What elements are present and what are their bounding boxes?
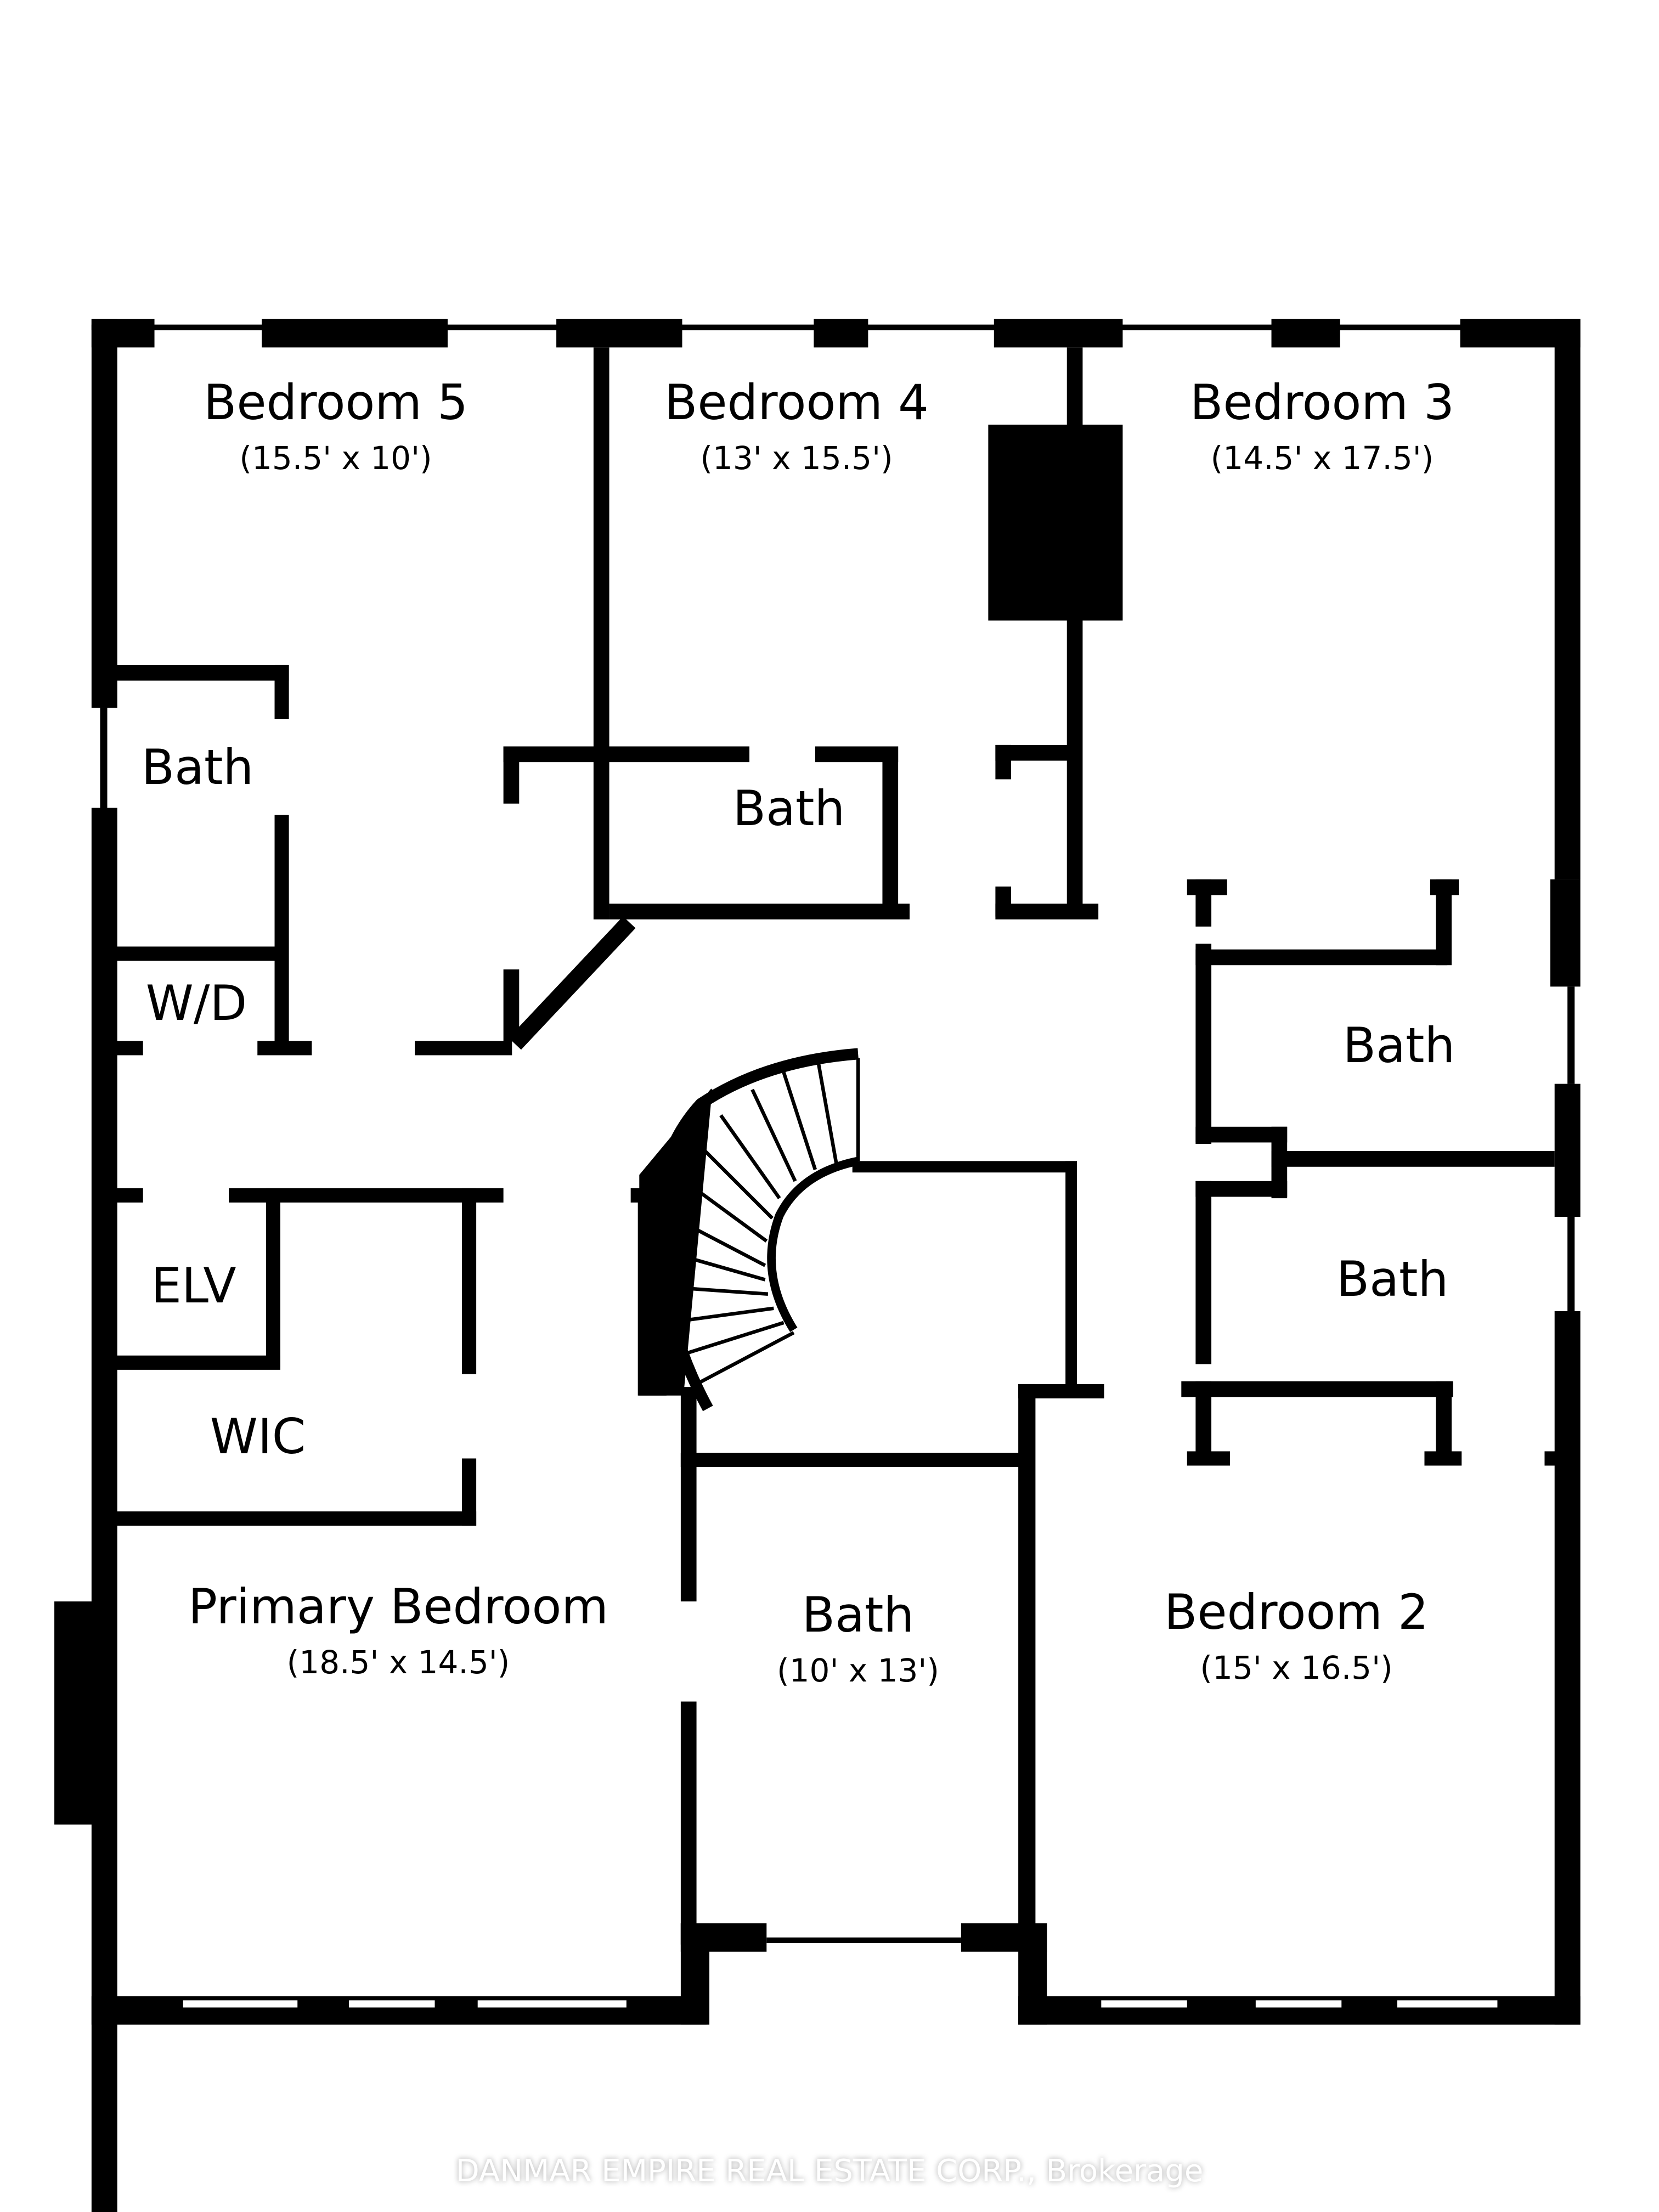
room-label-bedroom5: Bedroom 5 (15.5' x 10') <box>204 374 468 477</box>
room-label-bath-primary: Bath (10' x 13') <box>777 1587 939 1689</box>
walls <box>54 319 1581 2212</box>
room-label-bath-bed5: Bath <box>142 743 254 792</box>
room-dimensions: (15.5' x 10') <box>239 439 432 477</box>
room-dimensions: (15' x 16.5') <box>1200 1649 1393 1686</box>
room-name: Bath <box>1342 1017 1455 1074</box>
brokerage-watermark: DANMAR EMPIRE REAL ESTATE CORP., Brokera… <box>455 2153 1204 2189</box>
room-dimensions: (18.5' x 14.5') <box>286 1644 510 1681</box>
room-label-bath-bed4: Bath <box>733 785 845 833</box>
room-label-bedroom2: Bedroom 2(15' x 16.5') <box>1164 1588 1429 1684</box>
room-name: Bedroom 2 <box>1164 1584 1429 1640</box>
diagonal-wall <box>509 916 636 1050</box>
room-name: Bath <box>1336 1251 1449 1307</box>
room-name: Primary Bedroom <box>188 1578 609 1635</box>
room-label-bath-bed3b: Bath <box>1336 1255 1449 1304</box>
room-label-bedroom4: Bedroom 4 (13' x 15.5') <box>664 374 929 477</box>
room-name: ELV <box>151 1257 236 1314</box>
spiral-staircase <box>639 1048 860 1412</box>
room-label-primary-bedroom: Primary Bedroom (18.5' x 14.5') <box>188 1578 609 1681</box>
room-name: Bedroom 4 <box>664 374 929 431</box>
room-name: Bedroom 5 <box>204 374 468 431</box>
room-label-wic: WIC <box>210 1413 306 1461</box>
room-name: WIC <box>210 1408 306 1465</box>
room-name: Bedroom 3 <box>1190 374 1454 431</box>
room-label-bedroom3: Bedroom 3 (14.5' x 17.5') <box>1190 374 1454 477</box>
room-label-wd: W/D <box>146 979 247 1028</box>
room-name: Bath <box>141 739 254 795</box>
room-name: Bath <box>802 1587 915 1643</box>
room-name: W/D <box>145 975 247 1031</box>
room-dimensions: (10' x 13') <box>777 1652 939 1689</box>
room-dimensions: (13' x 15.5') <box>700 439 893 477</box>
room-name: Bath <box>732 780 845 837</box>
room-label-bath-bed3a: Bath <box>1343 1022 1455 1070</box>
room-label-elv: ELV <box>151 1262 236 1310</box>
room-dimensions: (14.5' x 17.5') <box>1210 439 1434 477</box>
